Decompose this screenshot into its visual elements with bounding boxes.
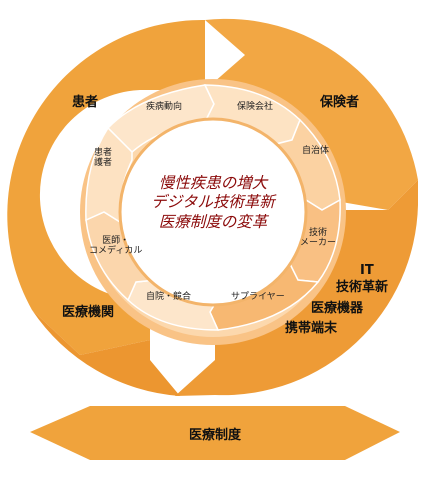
label-insurer: 保険者	[320, 95, 360, 110]
outer-arrow-top-right	[205, 18, 418, 210]
inner-label-doctor-line2: コメディカル	[89, 246, 143, 257]
label-it: IT	[360, 263, 374, 278]
base-label: 医療制度	[188, 428, 241, 443]
inner-label-patient-caregiver-line1: 患者	[94, 148, 113, 158]
inner-label-tech-makers-line1: 技術	[309, 228, 328, 238]
label-patient: 患者	[72, 95, 99, 110]
inner-label-supplier: サプライヤー	[231, 292, 285, 302]
inner-label-tech-makers-line2: メーカー	[300, 238, 337, 249]
center-circle	[118, 117, 308, 307]
label-tech-innovation: 技術革新	[336, 280, 389, 295]
inner-label-municipality: 自治体	[302, 146, 330, 156]
label-medical-devices: 医療機器	[311, 301, 364, 316]
inner-label-tech-makers: 技術 メーカー	[300, 228, 336, 249]
label-mobile-devices: 携帯端末	[285, 321, 338, 336]
inner-label-disease-trends: 疾病動向	[146, 102, 183, 112]
inner-label-patient-caregiver: 患者 護者	[94, 148, 112, 169]
label-medical-institution: 医療機関	[62, 305, 115, 320]
inner-label-doctor-line1: 医師・	[102, 236, 130, 246]
outer-arrow-left	[7, 19, 206, 355]
center-line-2: デジタル技術革新	[151, 193, 275, 212]
inner-label-patient-caregiver-line2: 護者	[94, 158, 113, 169]
inner-segments	[85, 84, 341, 331]
center-text: 慢性疾患の増大 デジタル技術革新 医療制度の変革	[143, 174, 283, 232]
center-line-3: 医療制度の変革	[158, 212, 268, 231]
center-line-1: 慢性疾患の増大	[158, 174, 268, 192]
inner-label-insurance: 保険会社	[237, 102, 274, 112]
base-trapezoid	[30, 406, 400, 460]
inner-label-self-hospital: 自院・競合	[146, 292, 192, 302]
outer-arrow-left-tail	[32, 310, 180, 396]
inner-label-doctor: 医師・ コメディカル	[89, 236, 142, 257]
